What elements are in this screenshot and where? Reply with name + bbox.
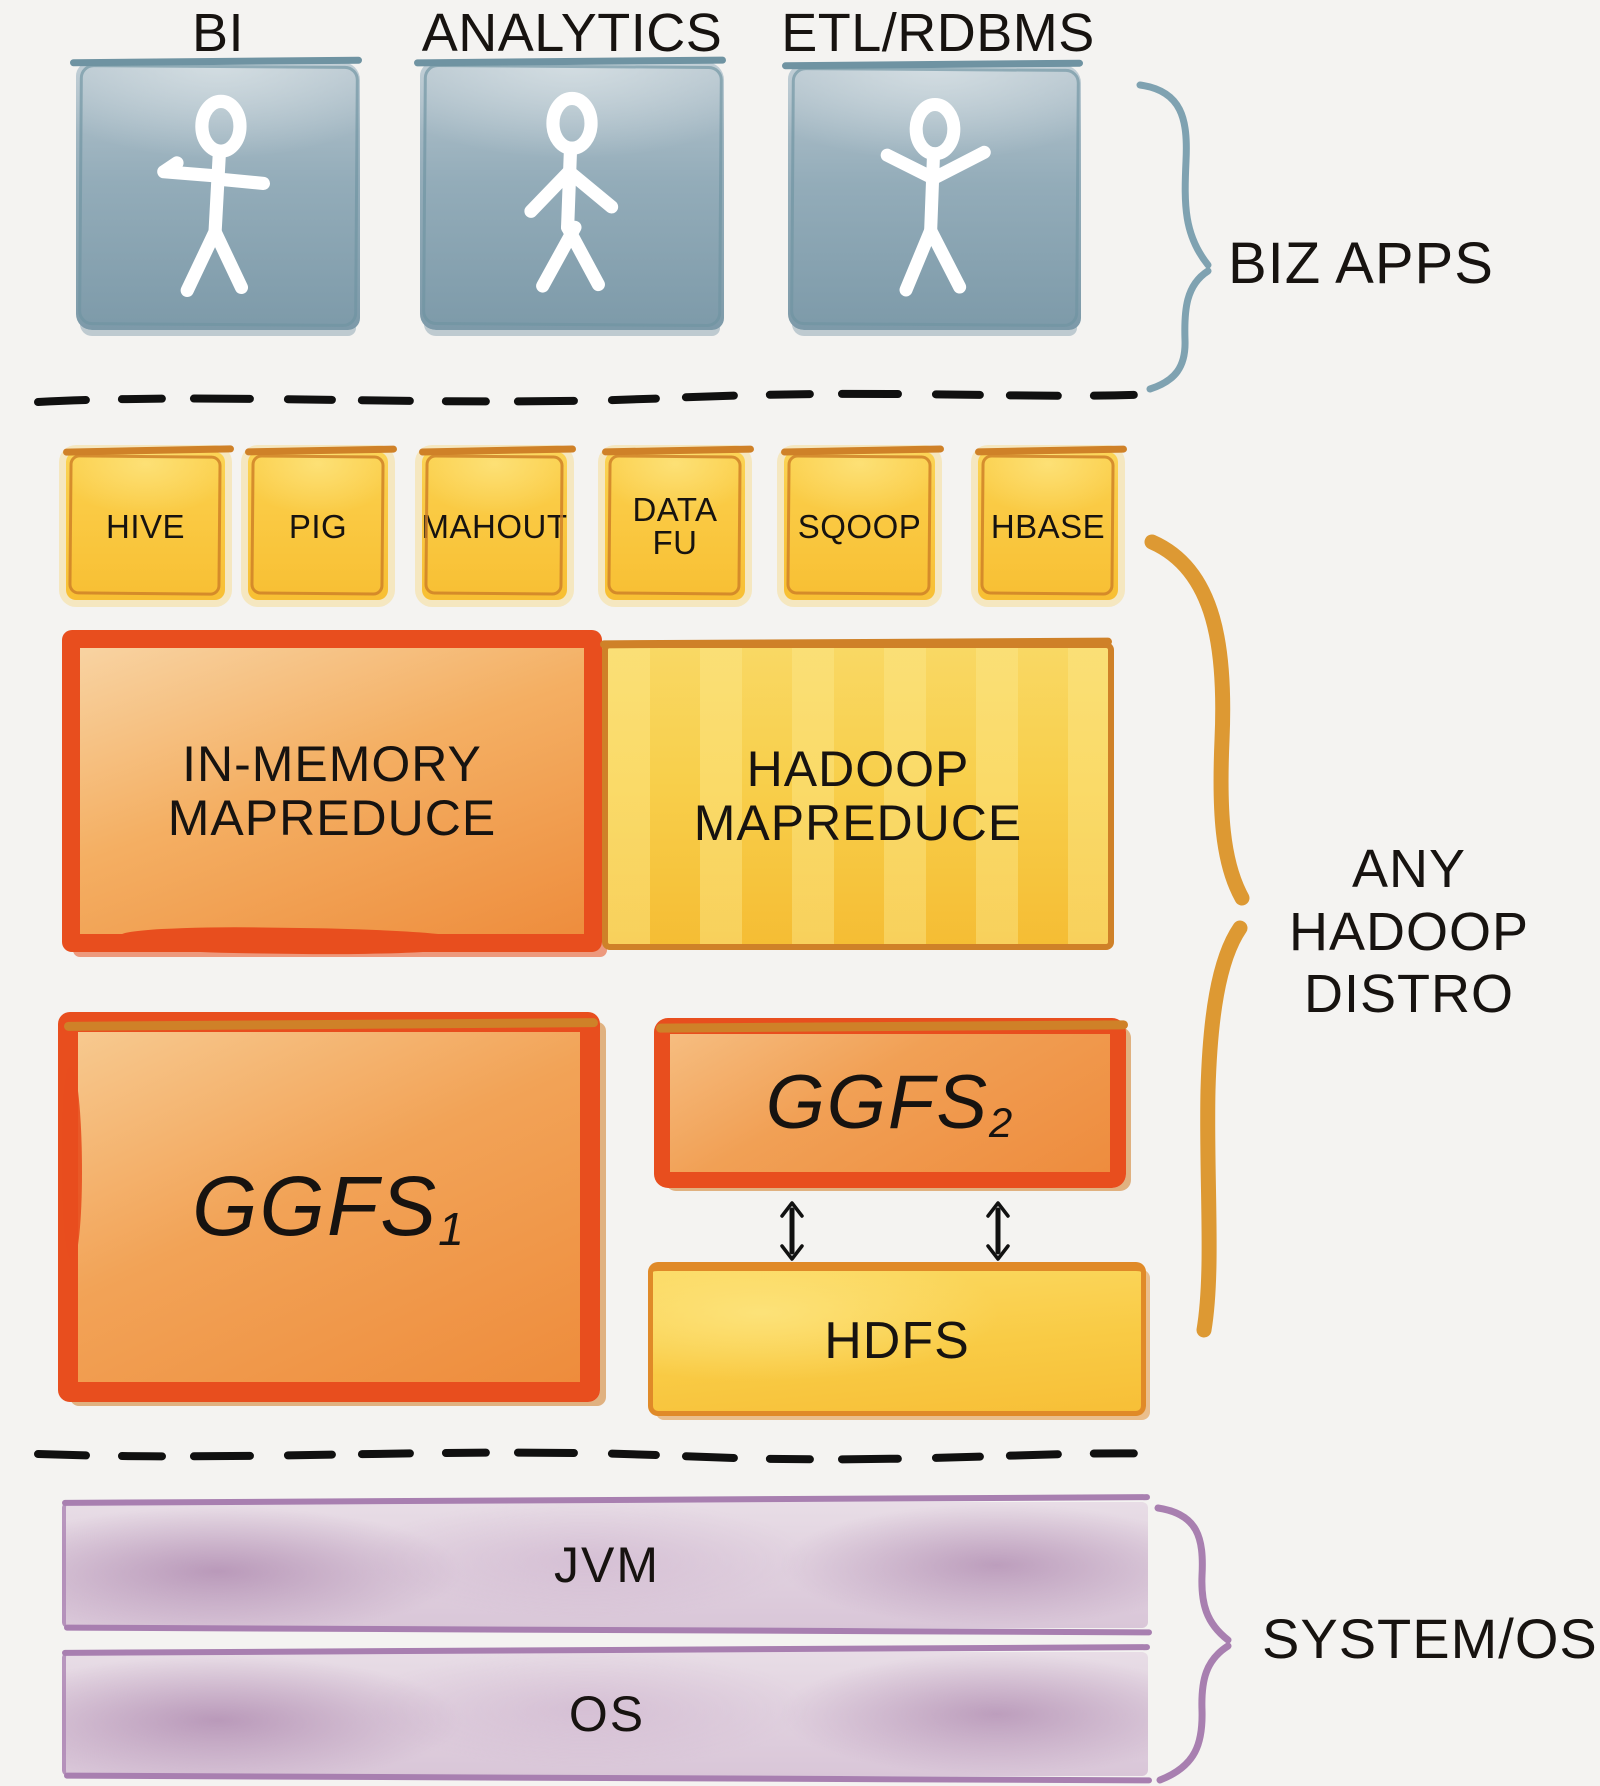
- tool-box-hive: HIVE: [66, 452, 225, 600]
- stick-figure-icon: [524, 92, 619, 293]
- biz-apps-label: BIZ APPS: [1228, 231, 1494, 296]
- tool-label: HBASE: [990, 507, 1106, 545]
- tool-box-hbase: HBASE: [978, 452, 1118, 600]
- system-os-brace: [1154, 1504, 1232, 1784]
- sync-arrow-icon: [780, 1201, 804, 1261]
- hdfs-label: HDFS: [824, 1312, 970, 1370]
- biz-app-title-analytics: ANALYTICS: [421, 3, 723, 63]
- system-os-label: SYSTEM/OS: [1262, 1607, 1598, 1670]
- os-bar: OS: [62, 1652, 1148, 1776]
- jvm-label: JVM: [554, 1537, 660, 1593]
- tool-label: SQOOP: [797, 507, 922, 545]
- ggfs2-box: GGFS2: [654, 1018, 1126, 1188]
- biz-app-box-analytics: [420, 62, 724, 330]
- stick-figure-icon: [880, 97, 991, 297]
- biz-app-box-bi: [76, 62, 360, 330]
- biz-app-title-etl-rdbms: ETL/RDBMS: [781, 3, 1095, 63]
- stick-figure-icon: [157, 95, 271, 298]
- jvm-bar: JVM: [62, 1502, 1148, 1628]
- biz-app-title-bi: BI: [191, 3, 245, 63]
- paint-smudge: [62, 1067, 82, 1260]
- any-hadoop-distro-brace: [1144, 534, 1250, 1338]
- tool-label: PIG: [288, 507, 348, 545]
- separator-dashed-top: [34, 389, 1159, 406]
- paint-smudge: [120, 925, 484, 957]
- separator-dashed-bottom: [34, 1448, 1169, 1464]
- ggfs1-box: GGFS1: [58, 1012, 600, 1402]
- ggfs1-label: GGFS1: [192, 1158, 466, 1256]
- in-memory-mapreduce-box: IN-MEMORY MAPREDUCE: [62, 630, 602, 957]
- sync-arrow-icon: [986, 1201, 1010, 1261]
- tool-label: DATA FU: [632, 491, 718, 561]
- tool-box-datafu: DATA FU: [605, 452, 745, 600]
- tool-box-pig: PIG: [248, 452, 388, 600]
- biz-app-box-etl-rdbms: [788, 65, 1081, 330]
- hadoop-mapreduce-box: HADOOP MAPREDUCE: [602, 642, 1114, 950]
- hdfs-box: HDFS: [648, 1262, 1146, 1416]
- biz-apps-brace: [1136, 81, 1212, 393]
- tool-box-sqoop: SQOOP: [784, 452, 935, 600]
- os-label: OS: [568, 1686, 646, 1742]
- ggfs2-label: GGFS2: [765, 1059, 1015, 1147]
- tool-label: MAHOUT: [421, 507, 568, 545]
- any-hadoop-distro-label: ANY HADOOP DISTRO: [1288, 839, 1530, 1025]
- tool-box-mahout: MAHOUT: [422, 452, 567, 600]
- tool-label: HIVE: [105, 507, 186, 545]
- hadoop-mapreduce-label: HADOOP MAPREDUCE: [693, 741, 1023, 851]
- in-memory-mapreduce-label: IN-MEMORY MAPREDUCE: [167, 736, 497, 846]
